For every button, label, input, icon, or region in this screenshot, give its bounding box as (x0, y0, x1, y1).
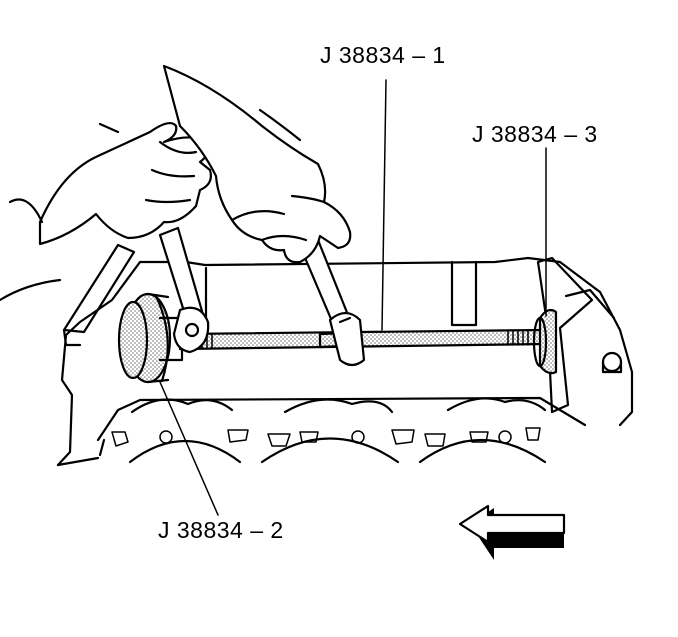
left-wrench (158, 226, 210, 354)
left-hand (0, 122, 212, 302)
callout-tool-2: J 38834 – 2 (158, 517, 284, 543)
arrow-left-icon (458, 504, 566, 560)
leader-lines (159, 79, 547, 516)
right-puller-tool (532, 308, 558, 375)
callout-tool-1: J 38834 – 1 (320, 42, 446, 68)
right-hand (162, 64, 352, 264)
callout-tool-3: J 38834 – 3 (472, 121, 598, 147)
left-puller-tool (117, 292, 184, 384)
